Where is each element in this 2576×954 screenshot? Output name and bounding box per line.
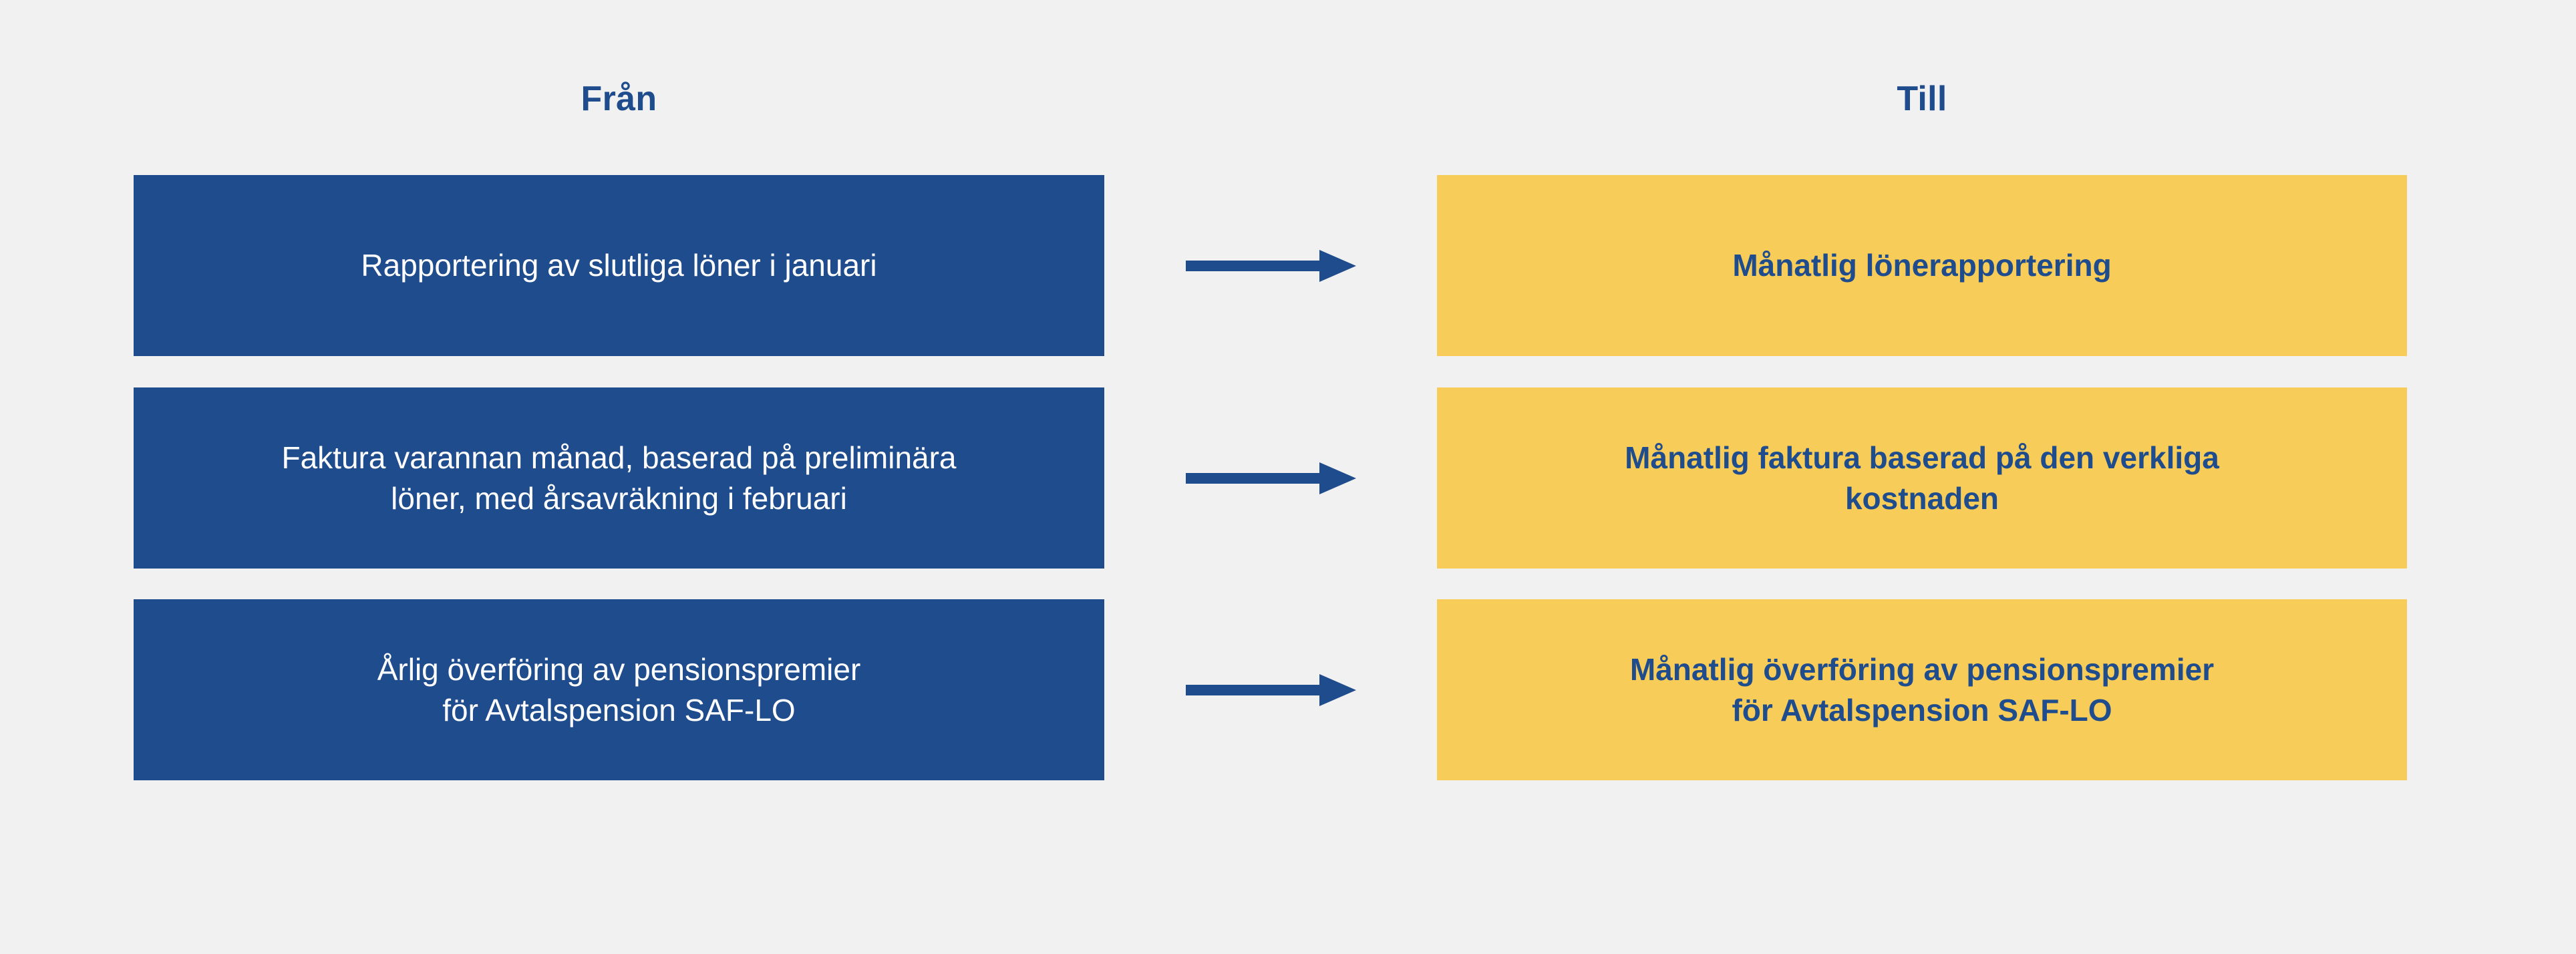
from-box: Rapportering av slutliga löner i januari (134, 175, 1104, 356)
comparison-row: Faktura varannan månad, baserad på preli… (0, 387, 2576, 569)
column-header-from: Från (581, 80, 657, 118)
arrow-right-icon (1186, 247, 1356, 285)
to-box: Månatlig överföring av pensionspremier f… (1437, 599, 2407, 780)
to-box: Månatlig faktura baserad på den verkliga… (1437, 387, 2407, 569)
arrow-right-icon (1186, 460, 1356, 497)
to-box-label: Månatlig överföring av pensionspremier f… (1629, 651, 2215, 728)
from-box-label: Årlig överföring av pensionspremier för … (377, 651, 861, 728)
from-box-label: Rapportering av slutliga löner i januari (361, 248, 877, 283)
column-header-to: Till (1897, 80, 1947, 118)
to-box-label: Månatlig faktura baserad på den verkliga… (1625, 440, 2219, 516)
comparison-row: Rapportering av slutliga löner i januari… (0, 175, 2576, 356)
from-box-label: Faktura varannan månad, baserad på preli… (281, 440, 957, 516)
to-box: Månatlig lönerapportering (1437, 175, 2407, 356)
from-box: Faktura varannan månad, baserad på preli… (134, 387, 1104, 569)
arrow-right-icon (1186, 671, 1356, 709)
from-box: Årlig överföring av pensionspremier för … (134, 599, 1104, 780)
comparison-row: Årlig överföring av pensionspremier för … (0, 599, 2576, 780)
to-box-label: Månatlig lönerapportering (1732, 248, 2112, 283)
